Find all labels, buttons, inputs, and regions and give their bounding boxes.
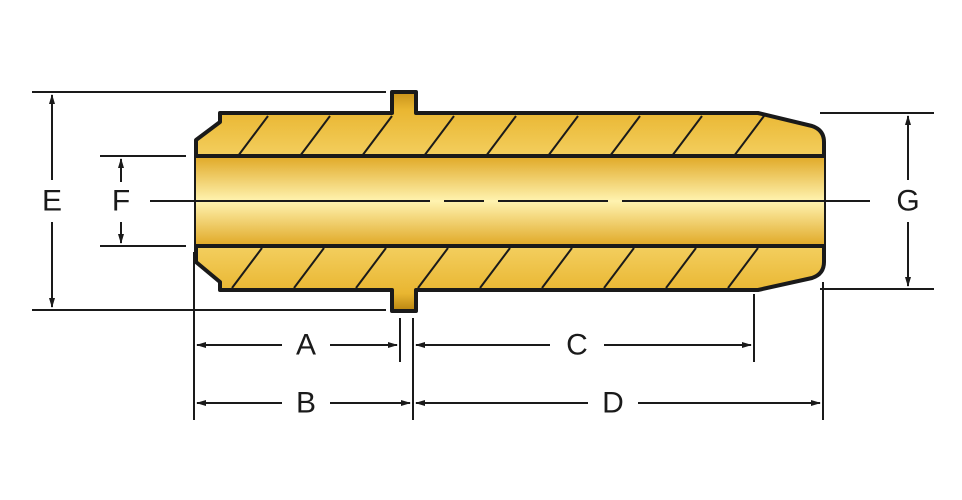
dimension-lines — [49, 94, 911, 406]
label-E: E — [42, 185, 62, 218]
label-A: A — [296, 329, 316, 362]
dimension-labels: E F G A C B D — [42, 185, 920, 420]
label-B: B — [296, 387, 316, 420]
wall-hatching-bottom — [231, 247, 759, 289]
valve-guide-body — [150, 90, 870, 313]
label-D: D — [602, 387, 624, 420]
extension-lines — [32, 91, 934, 420]
label-G: G — [896, 185, 919, 218]
label-C: C — [566, 329, 588, 362]
wall-hatching-top — [237, 115, 765, 156]
label-F: F — [112, 185, 130, 218]
